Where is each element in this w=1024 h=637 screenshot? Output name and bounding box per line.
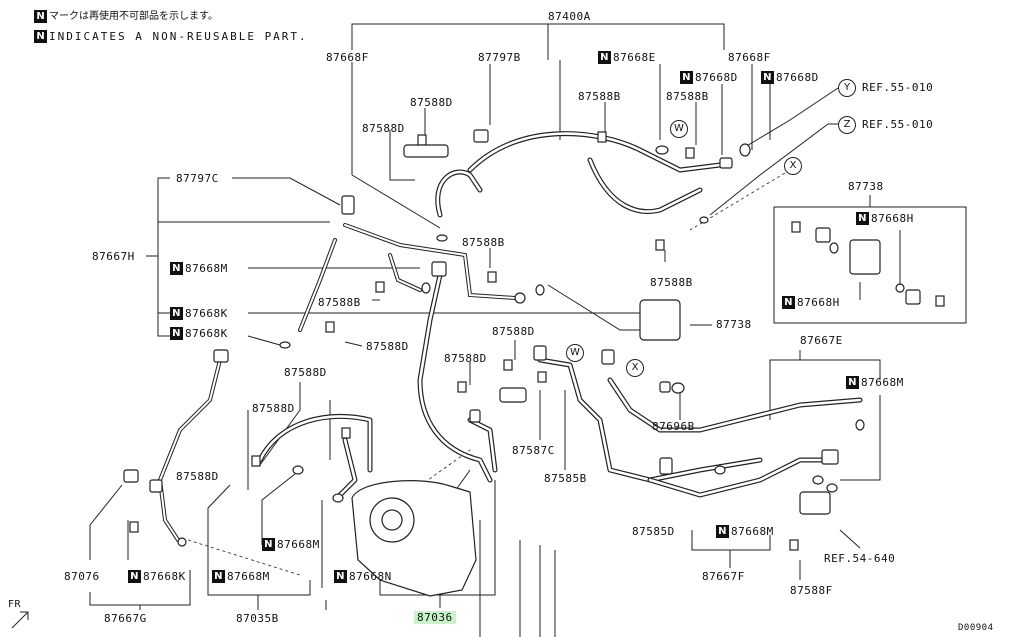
part-label-87076[interactable]: 87076 xyxy=(64,570,100,583)
non-reusable-badge: N xyxy=(716,525,729,538)
part-label-87400a[interactable]: 87400A xyxy=(548,10,591,23)
part-label-87588d[interactable]: 87588D xyxy=(252,402,295,415)
part-label-87036-highlighted[interactable]: 87036 xyxy=(414,611,456,624)
non-reusable-badge: N xyxy=(128,570,141,583)
tube-routing xyxy=(157,131,863,542)
part-label-87588b[interactable]: 87588B xyxy=(666,90,709,103)
part-label-87797b[interactable]: 87797B xyxy=(478,51,521,64)
part-label-87585d[interactable]: 87585D xyxy=(632,525,675,538)
ref-label-55-010[interactable]: REF.55-010 xyxy=(862,81,934,94)
compressor-outline xyxy=(351,480,556,637)
ref-label-54-640[interactable]: REF.54-640 xyxy=(824,552,896,565)
non-reusable-badge: N xyxy=(680,71,693,84)
part-label-87588d[interactable]: 87588D xyxy=(176,470,219,483)
non-reusable-badge: N xyxy=(170,327,183,340)
inset-box-87738 xyxy=(773,195,967,324)
non-reusable-badge: N xyxy=(334,570,347,583)
non-reusable-badge: N xyxy=(34,10,47,23)
part-label-87588d[interactable]: 87588D xyxy=(444,352,487,365)
ref-circle-y: Y xyxy=(838,79,856,97)
ref-circle-w: W xyxy=(670,120,688,138)
non-reusable-badge: N xyxy=(782,296,795,309)
part-label-87667g[interactable]: 87667G xyxy=(104,612,147,625)
part-label-87588b[interactable]: 87588B xyxy=(318,296,361,309)
non-reusable-badge: N xyxy=(34,30,47,43)
part-label-87738[interactable]: 87738 xyxy=(848,180,884,193)
non-reusable-badge: N xyxy=(170,307,183,320)
part-label-87667f[interactable]: 87667F xyxy=(702,570,745,583)
part-label-87668f[interactable]: 87668F xyxy=(728,51,771,64)
non-reusable-badge: N xyxy=(212,570,225,583)
ref-circle-x: X xyxy=(626,359,644,377)
part-label-87588d[interactable]: 87588D xyxy=(366,340,409,353)
non-reusable-badge: N xyxy=(598,51,611,64)
part-label-87738[interactable]: 87738 xyxy=(716,318,752,331)
part-label-87588f[interactable]: 87588F xyxy=(790,584,833,597)
non-reusable-badge: N xyxy=(170,262,183,275)
front-direction-label: FR xyxy=(8,599,22,610)
ref-circle-w: W xyxy=(566,344,584,362)
non-reusable-badge: N xyxy=(846,376,859,389)
part-label-87588d[interactable]: 87588D xyxy=(410,96,453,109)
part-label-87696b[interactable]: 87696B xyxy=(652,420,695,433)
part-label-87588d[interactable]: 87588D xyxy=(362,122,405,135)
ref-circle-z: Z xyxy=(838,116,856,134)
non-reusable-badge: N xyxy=(761,71,774,84)
part-label-87667h[interactable]: 87667H xyxy=(92,250,135,263)
part-label-87588d[interactable]: 87588D xyxy=(284,366,327,379)
legend-text-ja: マークは再使用不可部品を示します。 xyxy=(49,11,218,22)
part-label-87797c[interactable]: 87797C xyxy=(176,172,219,185)
ref-circle-x: X xyxy=(784,157,802,175)
front-arrow xyxy=(11,611,29,629)
part-label-87588b[interactable]: 87588B xyxy=(650,276,693,289)
part-label-87588b[interactable]: 87588B xyxy=(462,236,505,249)
non-reusable-badge: N xyxy=(856,212,869,225)
part-label-87588d[interactable]: 87588D xyxy=(492,325,535,338)
fittings xyxy=(123,129,865,551)
part-label-87588b[interactable]: 87588B xyxy=(578,90,621,103)
part-label-87668f[interactable]: 87668F xyxy=(326,51,369,64)
ref-label-55-010[interactable]: REF.55-010 xyxy=(862,118,934,131)
part-label-87035b[interactable]: 87035B xyxy=(236,612,279,625)
legend-text-en: INDICATES A NON-REUSABLE PART. xyxy=(49,30,308,43)
non-reusable-badge: N xyxy=(262,538,275,551)
document-code: D00904 xyxy=(958,623,994,633)
part-label-87585b[interactable]: 87585B xyxy=(544,472,587,485)
part-label-87667e[interactable]: 87667E xyxy=(800,334,843,347)
part-label-87587c[interactable]: 87587C xyxy=(512,444,555,457)
